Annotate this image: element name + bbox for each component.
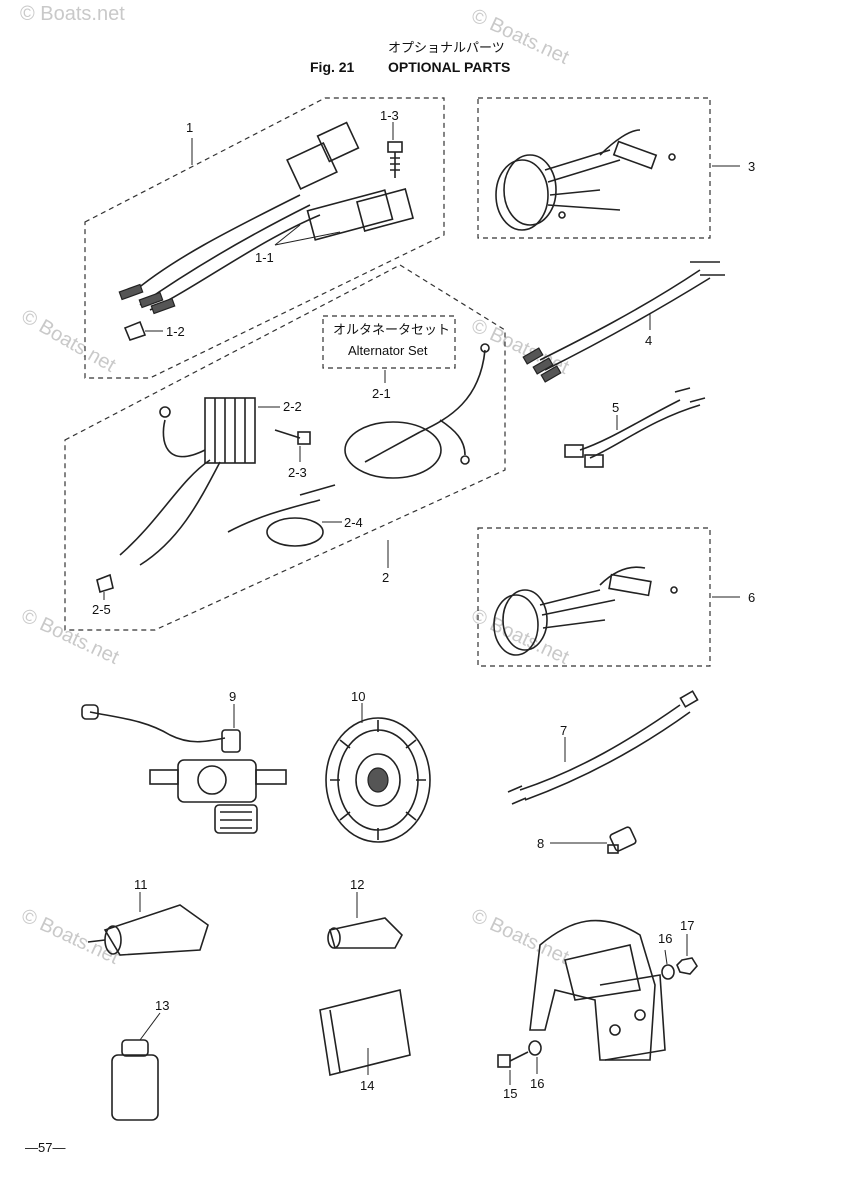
callout-2-1: 2-1 [372, 386, 391, 401]
callout-1-1: 1-1 [255, 250, 274, 265]
callout-1-3: 1-3 [380, 108, 399, 123]
page-number: —57— [25, 1140, 65, 1155]
group-2-outline [64, 264, 506, 631]
callout-12: 12 [350, 877, 364, 892]
callout-2-5: 2-5 [92, 602, 111, 617]
part-1-3-bolt [387, 141, 403, 178]
part-1-harness [118, 121, 415, 315]
callout-17: 17 [680, 918, 694, 933]
alternator-set-japanese: オルタネータセット [333, 322, 450, 337]
leader-13 [139, 1012, 161, 1041]
callout-7: 7 [560, 723, 567, 738]
part-15-bolt [497, 1051, 529, 1068]
part-2-3-bolt [274, 429, 311, 445]
part-7-cord [507, 690, 699, 805]
callout-1: 1 [186, 120, 193, 135]
callout-2-3: 2-3 [288, 465, 307, 480]
part-9-fuel-valve [81, 704, 287, 834]
callout-6: 6 [748, 590, 755, 605]
callout-2-4: 2-4 [344, 515, 363, 530]
callout-2-2: 2-2 [283, 399, 302, 414]
callout-10: 10 [351, 689, 365, 704]
part-8-fuse [607, 826, 637, 854]
figure-number: Fig. 21 [310, 59, 355, 75]
callout-14: 14 [360, 1078, 374, 1093]
group-3-outline [477, 97, 711, 239]
part-17-nut [676, 957, 698, 975]
leader-1-1a [274, 224, 301, 246]
part-2-2-rectifier [119, 397, 256, 566]
part-2-1-lead [344, 343, 490, 479]
callout-5: 5 [612, 400, 619, 415]
callout-13: 13 [155, 998, 169, 1013]
part-2-5-cap [96, 573, 114, 594]
title-japanese: オプショナルパーツ [388, 40, 505, 55]
part-16-washer-upper [661, 964, 675, 980]
part-10-rotor [325, 717, 431, 843]
figure-title: OPTIONAL PARTS [388, 59, 510, 75]
part-4-harness [522, 261, 725, 383]
callout-8: 8 [537, 836, 544, 851]
callout-16-upper: 16 [658, 931, 672, 946]
alternator-set-english: Alternator Set [348, 343, 428, 358]
callout-2: 2 [382, 570, 389, 585]
leader-1-1b [274, 231, 341, 246]
alternator-set-box [322, 315, 456, 369]
watermark-top-left: © Boats.net [20, 3, 125, 25]
part-11-grease-tube [87, 904, 209, 956]
group-6-outline [477, 527, 711, 667]
callout-16-lower: 16 [530, 1076, 544, 1091]
group-1-outline [84, 97, 445, 379]
part-13-bottle [111, 1039, 159, 1121]
callout-9: 9 [229, 689, 236, 704]
part-bracket [529, 919, 666, 1061]
part-14-bag [319, 989, 411, 1076]
part-5-cord [564, 387, 706, 468]
callout-15: 15 [503, 1086, 517, 1101]
part-1-2-plug [123, 320, 147, 341]
watermark-left-low: © Boats.net [18, 905, 123, 969]
leader-16-upper [664, 949, 668, 965]
callout-4: 4 [645, 333, 652, 348]
callout-3: 3 [748, 159, 755, 174]
part-2-4-cord [227, 484, 336, 547]
callout-1-2: 1-2 [166, 324, 185, 339]
watermark-right-mid: © Boats.net [468, 605, 573, 669]
part-12-small-tube [327, 917, 403, 949]
part-3-meter [495, 129, 676, 231]
part-6-meter [493, 566, 678, 656]
watermark-right-low: © Boats.net [468, 905, 573, 969]
callout-11: 11 [134, 877, 148, 892]
watermark-left-vertical: © Boats.net [18, 305, 120, 377]
part-16-washer-lower [528, 1040, 542, 1056]
